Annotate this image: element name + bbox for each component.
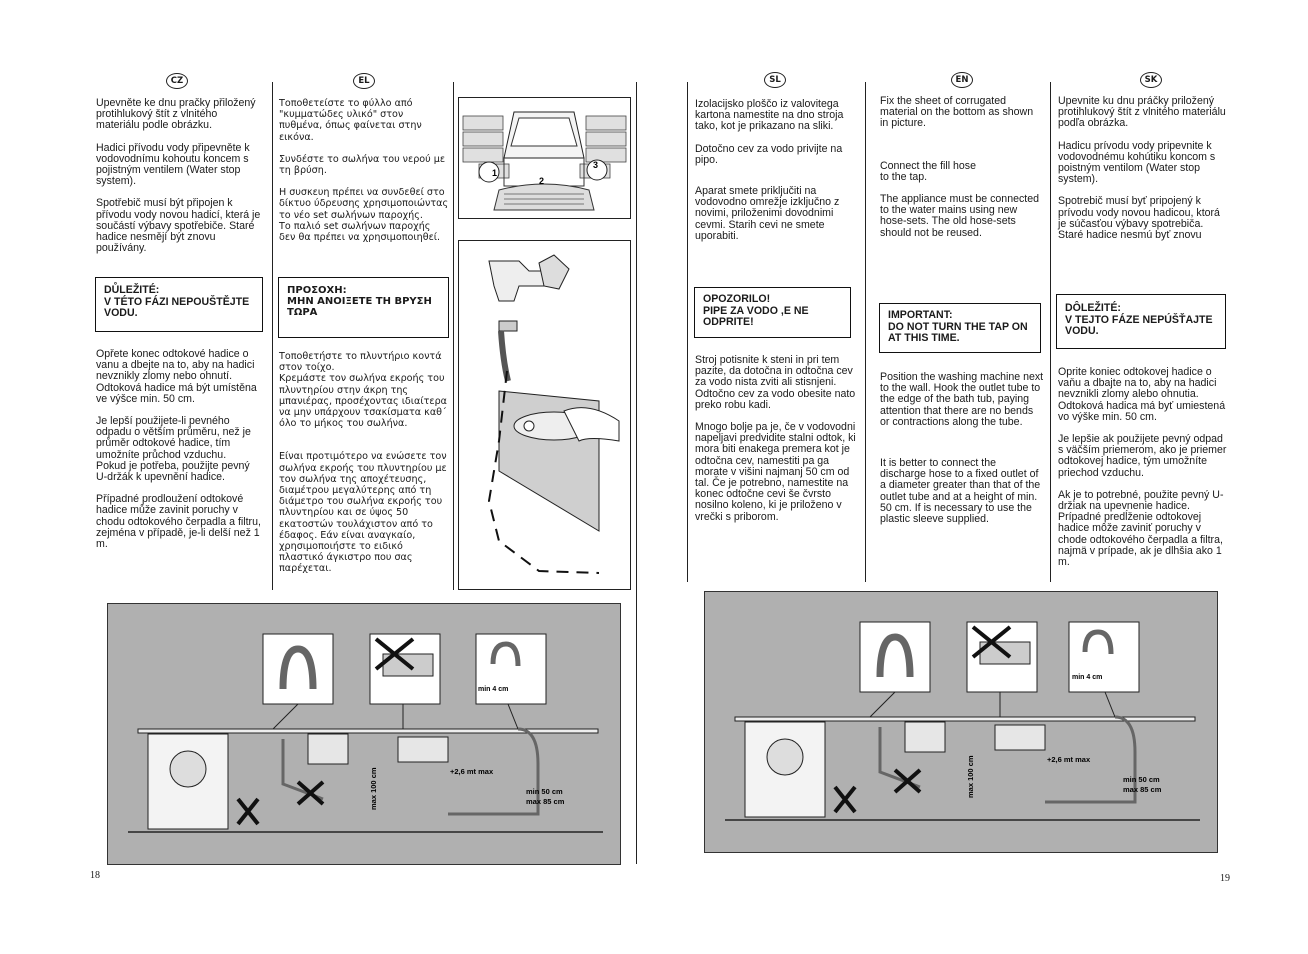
sl-warning-text: PIPE ZA VODO ,E NE ODPRITE!	[703, 304, 809, 329]
cz-warning-title: DŮLEŽITÉ:	[104, 284, 160, 296]
column-divider	[272, 82, 273, 590]
language-badge-el: EL	[353, 73, 375, 89]
el-warning-text: ΜΗΝ ΑΝΟΙΞΕΤΕ ΤΗ ΒΡΥΣΗ ΤΩΡΑ	[287, 296, 432, 319]
corrugated-sheet-drawing: 1 2 3	[462, 111, 627, 211]
cross-icon	[296, 780, 325, 806]
column-divider	[865, 82, 866, 582]
figure-label: 2	[539, 176, 544, 186]
sl-paragraph: Mnogo bolje pa je, če v vodovodni napelj…	[695, 421, 856, 523]
cross-icon	[833, 785, 857, 814]
cz-paragraph: Pokud je potřeba, použijte pevný U-držák…	[96, 459, 250, 484]
sl-paragraph: Izolacijsko ploščo iz valovitega kartona…	[695, 98, 844, 133]
sk-paragraph: Je lepšie ak použijete pevný odpad s väč…	[1058, 433, 1227, 479]
column-divider	[1050, 82, 1051, 582]
tap-hose-figure	[458, 240, 631, 590]
sk-paragraph: Spotrebič musí byť pripojený k prívodu v…	[1058, 195, 1220, 242]
sk-warning-box: DÔLEŽITÉ: V TEJTO FÁZE NEPÚŠŤAJTE VODU.	[1056, 294, 1226, 349]
el-column-lower: Τοποθετήστε το πλυντήριο κοντά στον τοίχ…	[279, 351, 449, 586]
sl-paragraph: Stroj potisnite k steni in pri tem pazit…	[695, 354, 856, 411]
cz-paragraph: Hadici přívodu vody připevněte k vodovod…	[96, 141, 250, 188]
sl-column: Izolacijsko ploščo iz valovitega kartona…	[695, 98, 861, 253]
hose-detail-box	[859, 621, 931, 693]
language-badge-cz: CZ	[166, 73, 188, 89]
el-paragraph: Τοποθετείστε το φύλλο από "κυμματώδες υλ…	[279, 98, 422, 143]
page-right: SL EN SK Izolacijsko ploščo iz valoviteg…	[654, 0, 1308, 954]
cross-icon	[236, 797, 260, 826]
sk-paragraph: Ak je to potrebné, použite pevný U-držia…	[1058, 488, 1224, 569]
cross-icon	[971, 625, 1012, 659]
cz-warning-text: V TÉTO FÁZI NEPOUŠTĚJTE VODU.	[104, 295, 250, 320]
el-column: Τοποθετείστε το φύλλο από "κυμματώδες υλ…	[279, 98, 449, 254]
max-height-label: max 100 cm	[369, 767, 378, 810]
cross-icon	[374, 637, 415, 671]
en-paragraph: The appliance must be connected to the w…	[880, 193, 1040, 239]
el-paragraph: Συνδέστε το σωλήνα του νερού με τη βρύση…	[279, 153, 446, 177]
sl-column-lower: Stroj potisnite k steni in pri tem pazit…	[695, 354, 861, 534]
figure-label: 1	[492, 168, 497, 178]
sk-warning-text: V TEJTO FÁZE NEPÚŠŤAJTE VODU.	[1065, 313, 1213, 338]
cz-paragraph: Upevněte ke dnu pračky přiložený protihl…	[96, 97, 256, 132]
cz-paragraph: Opřete konec odtokové hadice o vanu a db…	[96, 348, 257, 405]
sl-paragraph: Aparat smete priključiti na vodovodno om…	[695, 185, 840, 242]
sk-paragraph: Upevnite ku dnu práčky priložený protihl…	[1058, 95, 1226, 130]
en-warning-text: DO NOT TURN THE TAP ON AT THIS TIME.	[888, 320, 1028, 345]
cz-paragraph: Je lepší použijete-li pevného odpadu o v…	[96, 415, 251, 461]
outlet-range-label: max 85 cm	[1123, 785, 1162, 794]
sl-paragraph: Dotočno cev za vodo privijte na pipo.	[695, 142, 843, 166]
en-warning-box: IMPORTANT: DO NOT TURN THE TAP ON AT THI…	[879, 303, 1041, 353]
column-divider	[687, 82, 688, 582]
el-paragraph: Είναι προτιμότερο να ενώσετε τον σωλήνα …	[279, 451, 447, 575]
el-warning-title: ΠΡΟΣΟΧΗ:	[287, 285, 347, 296]
en-paragraph: It is better to connect the discharge ho…	[880, 457, 1041, 526]
max-height-label: max 100 cm	[966, 755, 975, 798]
tube-max-label: +2,6 mt max	[450, 767, 494, 776]
en-paragraph: Fix the sheet of corrugated material on …	[880, 95, 1034, 130]
outlet-range-label: max 85 cm	[526, 797, 565, 806]
el-paragraph: Το παλιό set σωλήνων παροχής δεν θα πρέπ…	[279, 220, 441, 244]
outlet-range-label: min 50 cm	[526, 787, 563, 796]
tap-hose-drawing	[487, 254, 620, 574]
min-height-label: min 4 cm	[478, 686, 508, 693]
page-number-left: 18	[90, 870, 100, 881]
sl-warning-title: OPOZORILO!	[703, 293, 771, 305]
drain-drawing-left: min 4 cm max 100 cm +2,6 mt max min 50 c…	[128, 633, 603, 833]
el-paragraph: Τοποθετήστε το πλυντήριο κοντά στον τοίχ…	[279, 351, 442, 374]
sk-paragraph: Oprite koniec odtokovej hadice o vaňu a …	[1058, 366, 1226, 423]
language-badge-sk: SK	[1140, 72, 1162, 88]
drain-drawing-right: min 4 cm max 100 cm +2,6 mt max min 50 c…	[725, 621, 1200, 821]
en-column-lower: Position the washing machine next to the…	[880, 371, 1044, 536]
page-left: CZ EL Upevněte ke dnu pračky přiložený p…	[90, 73, 637, 881]
el-paragraph: Η συσκευη πρέπει να συνδεθεί στο δίκτυο …	[279, 187, 449, 221]
en-warning-title: IMPORTANT:	[888, 309, 953, 321]
cross-icon	[893, 768, 922, 794]
drain-figure-left: min 4 cm max 100 cm +2,6 mt max min 50 c…	[107, 603, 621, 865]
column-divider	[453, 82, 454, 590]
column-divider	[636, 82, 637, 864]
sl-warning-box: OPOZORILO! PIPE ZA VODO ,E NE ODPRITE!	[694, 287, 851, 338]
language-badge-en: EN	[951, 72, 973, 88]
corrugated-sheet-figure: 1 2 3	[458, 97, 631, 219]
cz-warning-box: DŮLEŽITÉ: V TÉTO FÁZI NEPOUŠTĚJTE VODU.	[95, 277, 263, 332]
el-warning-box: ΠΡΟΣΟΧΗ: ΜΗΝ ΑΝΟΙΞΕΤΕ ΤΗ ΒΡΥΣΗ ΤΩΡΑ	[278, 277, 449, 338]
drain-figure-right: min 4 cm max 100 cm +2,6 mt max min 50 c…	[704, 591, 1218, 853]
cz-paragraph: Případné prodloužení odtokové hadice můž…	[96, 493, 261, 551]
language-badge-sl: SL	[764, 72, 786, 88]
sk-column: Upevnite ku dnu práčky priložený protihl…	[1058, 95, 1228, 252]
en-column: Fix the sheet of corrugated material on …	[880, 95, 1044, 250]
cz-column: Upevněte ke dnu pračky přiložený protihl…	[96, 97, 262, 265]
outlet-range-label: min 50 cm	[1123, 775, 1160, 784]
sk-warning-title: DÔLEŽITÉ:	[1065, 302, 1121, 314]
page-number-right: 19	[1220, 873, 1230, 884]
figure-label: 3	[593, 160, 598, 170]
min-height-label: min 4 cm	[1072, 674, 1102, 681]
cz-column-lower: Opřete konec odtokové hadice o vanu a db…	[96, 348, 262, 561]
sk-paragraph: Hadicu prívodu vody pripevnite k vodovod…	[1058, 139, 1216, 186]
hose-detail-box	[262, 633, 334, 705]
tube-max-label: +2,6 mt max	[1047, 755, 1091, 764]
sk-column-lower: Oprite koniec odtokovej hadice o vaňu a …	[1058, 366, 1228, 579]
en-paragraph: Position the washing machine next to the…	[880, 371, 1044, 428]
cz-paragraph: Spotřebič musí být připojen k přívodu vo…	[96, 197, 261, 255]
el-paragraph: Κρεμάστε τον σωλήνα εκροής του πλυντηρίο…	[279, 373, 447, 430]
